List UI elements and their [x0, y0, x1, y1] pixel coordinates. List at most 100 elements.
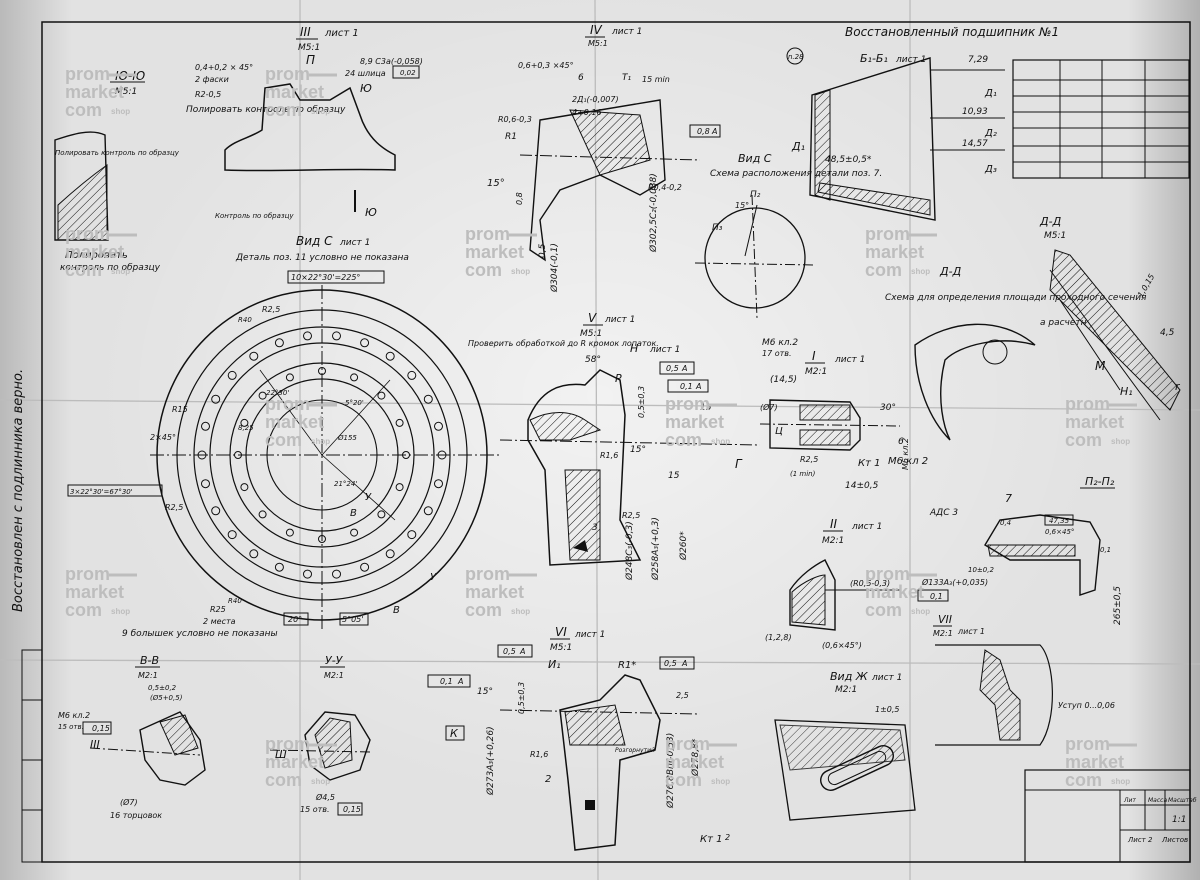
svg-text:0,8: 0,8: [515, 192, 524, 205]
watermark-sub: shop: [511, 267, 530, 276]
view-p2-p2: П₂-П₂ АДС 3 7 0,4 0,6×45° 10±0,2 0,1 47,…: [929, 475, 1123, 625]
svg-text:0,8: 0,8: [697, 127, 710, 136]
svg-text:Розгорнутий: Розгорнутий: [615, 747, 655, 754]
svg-text:r: r: [1175, 380, 1181, 393]
svg-text:15°: 15°: [487, 178, 505, 189]
flange-bolt-hole: [377, 391, 386, 400]
svg-text:В: В: [350, 508, 357, 519]
flange-bolt-hole: [227, 530, 237, 540]
svg-text:17 отв.: 17 отв.: [762, 349, 792, 358]
flange-bolt-hole: [274, 338, 284, 348]
svg-text:Ø258А₃(+0,3): Ø258А₃(+0,3): [650, 517, 661, 581]
svg-text:В-В: В-В: [140, 654, 159, 667]
watermark-text: market: [1065, 752, 1124, 772]
watermark-text: market: [265, 412, 324, 432]
svg-text:16 торцовок: 16 торцовок: [110, 811, 162, 820]
watermark-text: com: [65, 260, 102, 280]
flange-bolt-hole: [274, 562, 284, 572]
watermark-text: prom: [465, 224, 510, 244]
svg-text:R2,5: R2,5: [800, 455, 818, 464]
svg-text:7: 7: [1005, 492, 1012, 505]
svg-text:R2-0,5: R2-0,5: [195, 90, 221, 99]
svg-text:Лит: Лит: [1123, 797, 1136, 804]
svg-text:А: А: [457, 677, 463, 686]
svg-text:R0,4-0,2: R0,4-0,2: [648, 183, 682, 192]
watermark-text: com: [265, 770, 302, 790]
watermark-sub: shop: [711, 437, 730, 446]
svg-text:10,93: 10,93: [962, 107, 988, 117]
svg-text:М2:1: М2:1: [324, 671, 344, 680]
watermark-text: market: [65, 582, 124, 602]
watermark-text: market: [865, 242, 924, 262]
watermark-text: prom: [265, 64, 310, 84]
svg-text:0,5: 0,5: [664, 659, 677, 668]
flange-bolt-hole: [211, 506, 221, 516]
svg-text:Ц: Ц: [775, 426, 783, 437]
svg-text:В: В: [393, 605, 400, 616]
svg-text:К: К: [450, 727, 459, 740]
svg-text:П₃: П₃: [712, 223, 723, 233]
svg-text:Ø276,8Вп(-0,53): Ø276,8Вп(-0,53): [665, 733, 676, 809]
svg-text:0,15: 0,15: [92, 724, 110, 733]
watermark-sub: shop: [911, 267, 930, 276]
flange-bolt-hole: [377, 510, 386, 519]
svg-text:(0,6×45°): (0,6×45°): [822, 641, 862, 650]
svg-text:Вид С: Вид С: [738, 152, 772, 165]
flange-bolt-hole: [402, 451, 410, 459]
svg-text:П₂-П₂: П₂-П₂: [1085, 475, 1115, 488]
watermark-sub: shop: [311, 437, 330, 446]
view-ii: II М2:1 лист 1 (R0,5-0,3) (1,2,8) (0,6×4…: [765, 517, 988, 650]
svg-text:лист 1: лист 1: [611, 27, 642, 37]
watermark-text: market: [1065, 412, 1124, 432]
flange-bolt-hole: [318, 367, 326, 375]
flange-bolt-hole: [434, 479, 443, 489]
svg-text:Ш: Ш: [275, 748, 287, 761]
watermark-text: com: [65, 600, 102, 620]
svg-text:Вид Ж: Вид Ж: [830, 670, 869, 683]
watermark-sub: shop: [311, 107, 330, 116]
svg-text:А: А: [519, 647, 525, 656]
view-v: V М5:1 лист 1 Проверить обработкой до R …: [468, 311, 761, 581]
svg-text:М5:1: М5:1: [115, 87, 137, 97]
svg-text:М2:1: М2:1: [138, 671, 158, 680]
flange-bolt-hole: [285, 528, 294, 537]
flange-bolt-hole: [197, 450, 207, 460]
svg-text:Ю: Ю: [360, 82, 372, 95]
svg-text:0,1: 0,1: [930, 592, 943, 601]
svg-text:Масштаб: Масштаб: [1168, 797, 1197, 804]
svg-text:0,4+0,2 × 45°: 0,4+0,2 × 45°: [195, 63, 253, 72]
svg-text:(Ø7): (Ø7): [760, 402, 778, 412]
svg-text:лист 1: лист 1: [871, 673, 902, 683]
title-block: Лит Масса Масштаб 1:1 Лист 2 Листов: [1024, 769, 1197, 863]
watermark-text: market: [665, 412, 724, 432]
svg-text:М5:1: М5:1: [588, 39, 608, 48]
svg-text:М5:1: М5:1: [1044, 231, 1066, 241]
svg-text:Н₁: Н₁: [1120, 385, 1133, 398]
watermark-text: prom: [1065, 394, 1110, 414]
svg-text:Д₁: Д₁: [984, 88, 997, 99]
watermark-sub: shop: [1111, 437, 1130, 446]
svg-text:V: V: [588, 311, 597, 325]
svg-text:Вид С: Вид С: [296, 234, 333, 248]
flange-bolt-hole: [258, 510, 267, 519]
watermark-text: prom: [65, 564, 110, 584]
flange-bolt-hole: [437, 450, 447, 460]
flange-bolt-hole: [240, 418, 249, 427]
svg-text:15°: 15°: [735, 201, 749, 210]
svg-text:14±0,5: 14±0,5: [845, 481, 879, 491]
svg-text:Полировать контроль по образцу: Полировать контроль по образцу: [186, 105, 346, 115]
svg-text:R25: R25: [210, 605, 226, 614]
svg-text:0,1: 0,1: [1100, 546, 1111, 554]
view-vii: VII М2:1 лист 1 Уступ 0...0,06: [933, 613, 1115, 746]
svg-text:лист 1: лист 1: [851, 522, 882, 532]
watermark-text: com: [265, 430, 302, 450]
svg-text:Ø273А₃(+0,26): Ø273А₃(+0,26): [485, 726, 496, 796]
svg-text:15 min: 15 min: [642, 75, 670, 84]
svg-text:(Ø5+0,5): (Ø5+0,5): [150, 694, 183, 702]
svg-text:2 места: 2 места: [203, 617, 236, 626]
svg-text:Ø302,5С₂(-0,038): Ø302,5С₂(-0,038): [648, 173, 659, 253]
